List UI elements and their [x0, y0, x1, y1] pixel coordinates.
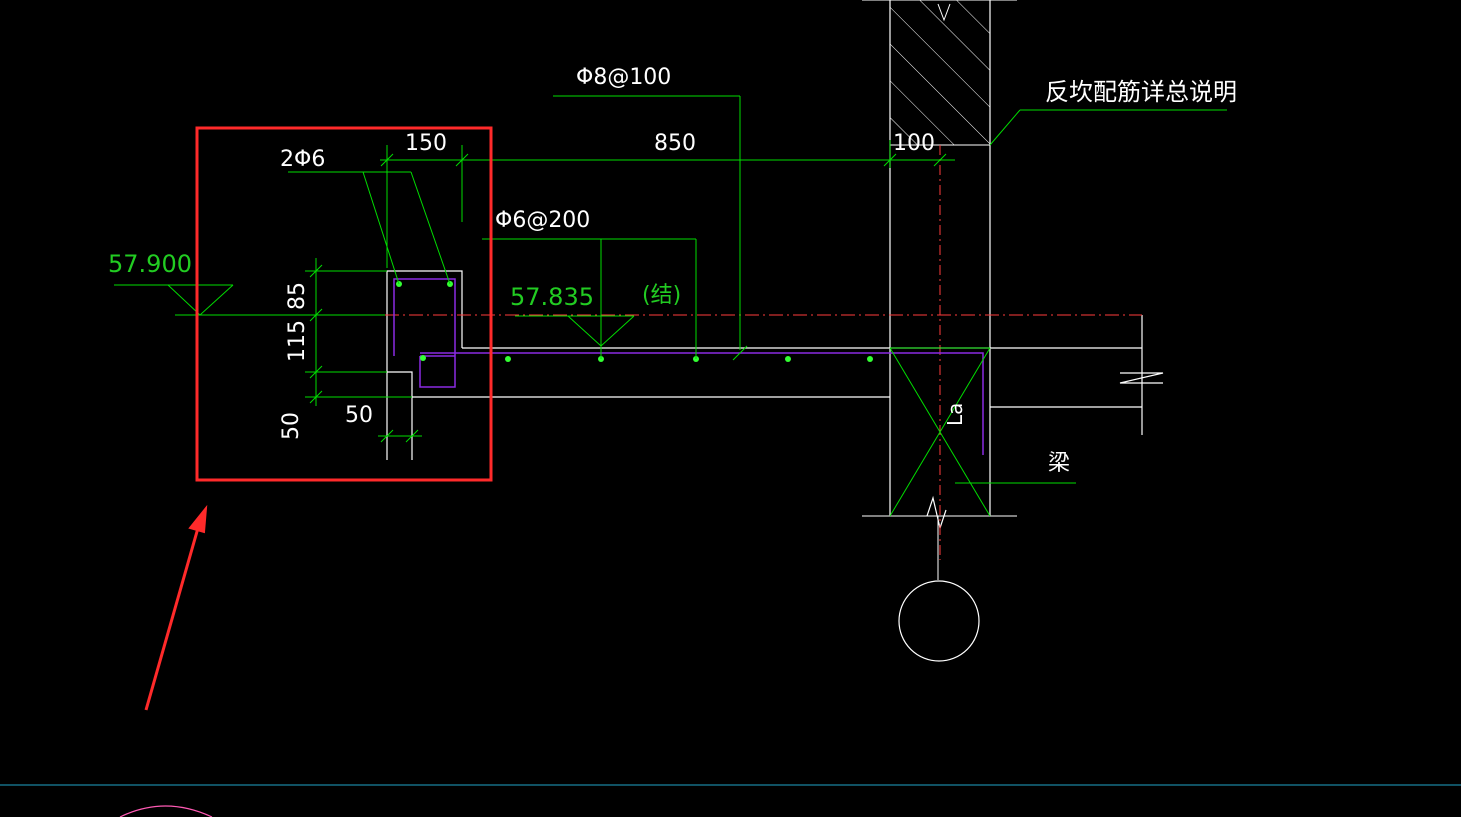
elevation-right-label: 57.835 — [510, 283, 594, 311]
la-label: La — [943, 403, 967, 426]
dimension-lines — [114, 95, 1227, 517]
highlight-arrow — [144, 504, 208, 711]
note-right-label: 反坎配筋详总说明 — [1045, 78, 1237, 106]
axis-bubble — [898, 580, 980, 662]
dim-150-label: 150 — [405, 131, 447, 156]
dim-850-label: 850 — [654, 131, 696, 156]
break-symbol-bottom — [898, 495, 980, 662]
beam-label: 梁 — [1048, 451, 1070, 476]
rebar-edge-label: 2Φ6 — [280, 147, 325, 172]
dim-85-label: 85 — [285, 282, 310, 310]
dim-50-horizontal-label: 50 — [345, 403, 373, 428]
rebar-lines — [393, 278, 984, 455]
highlight-box — [195, 126, 493, 482]
rebar-top-label: Φ8@100 — [576, 65, 671, 90]
elevation-left-label: 57.900 — [108, 250, 192, 278]
dim-115-label: 115 — [285, 320, 310, 362]
dim-50-vertical-label: 50 — [279, 412, 304, 440]
partial-circle — [119, 805, 213, 817]
column-section — [862, 0, 1017, 517]
elevation-note-label: (结) — [642, 283, 681, 308]
rebar-dots — [396, 281, 873, 362]
dim-100-label: 100 — [893, 131, 935, 156]
rebar-mid-label: Φ6@200 — [495, 208, 590, 233]
slab-outline — [386, 270, 1164, 460]
